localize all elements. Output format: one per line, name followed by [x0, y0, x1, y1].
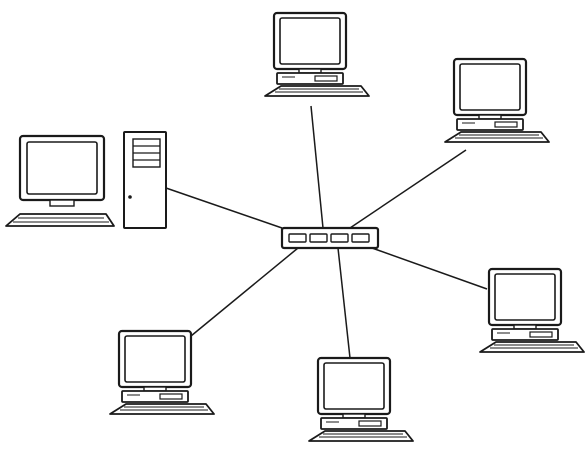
network-cables [165, 105, 488, 359]
desktop-computer-icon [263, 11, 371, 98]
cable-server-workstation [165, 187, 283, 229]
tower-case-icon [123, 131, 167, 229]
computer-bottom-left [108, 329, 216, 416]
switch-port [330, 233, 349, 243]
computer-top-right [443, 57, 551, 144]
cable-computer-right [371, 247, 488, 290]
cable-computer-top [310, 105, 324, 229]
server-workstation [5, 131, 167, 229]
computer-right [478, 267, 586, 354]
desktop-computer-icon [443, 57, 551, 144]
switch-port [309, 233, 328, 243]
cable-computer-top-right [349, 149, 467, 229]
computer-top [263, 11, 371, 98]
desktop-computer-icon [108, 329, 216, 416]
switch-port [351, 233, 370, 243]
network-switch-icon [280, 226, 380, 250]
cable-computer-bottom [337, 247, 351, 359]
desktop-computer-icon [478, 267, 586, 354]
computer-bottom [307, 356, 415, 443]
switch-port [288, 233, 307, 243]
desktop-monitor-icon [5, 134, 115, 227]
desktop-computer-icon [307, 356, 415, 443]
cable-computer-bottom-left [190, 247, 299, 337]
